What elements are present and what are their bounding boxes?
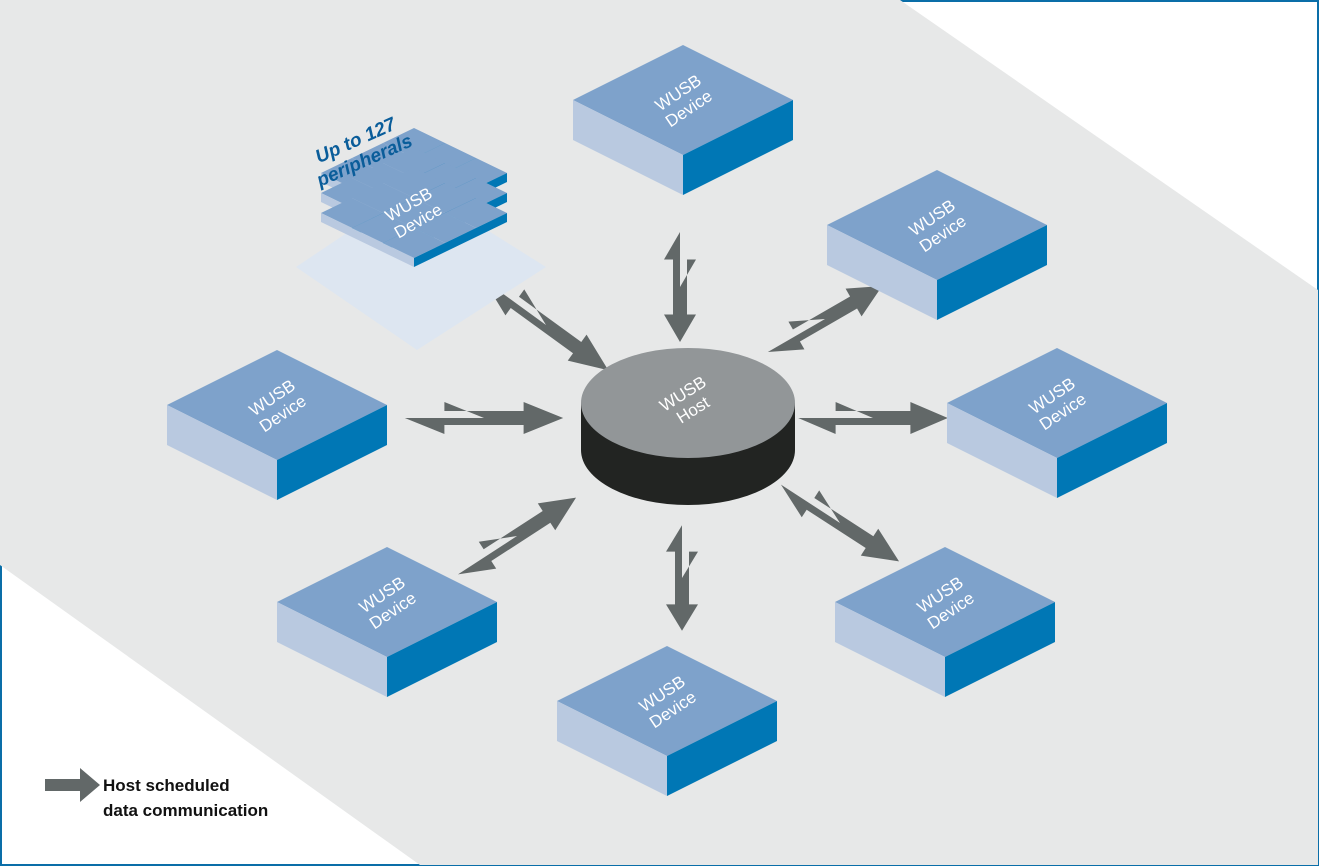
legend-label-line2: data communication [103, 801, 268, 820]
legend: Host scheduled data communication [45, 768, 268, 820]
wusb-device-top: WUSBDevice [573, 45, 793, 195]
wusb-device-left: WUSBDevice [167, 350, 387, 500]
wusb-host: WUSBHost [581, 348, 795, 505]
wusb-device-lower-right: WUSBDevice [835, 547, 1055, 697]
wusb-device-upper-right: WUSBDevice [827, 170, 1047, 320]
wusb-device-right: WUSBDevice [947, 348, 1167, 498]
host-top [581, 348, 795, 458]
wusb-device-bottom: WUSBDevice [557, 646, 777, 796]
legend-label: Host scheduled [103, 776, 230, 795]
arrow-right-icon [45, 768, 100, 802]
wusb-device-lower-left: WUSBDevice [277, 547, 497, 697]
